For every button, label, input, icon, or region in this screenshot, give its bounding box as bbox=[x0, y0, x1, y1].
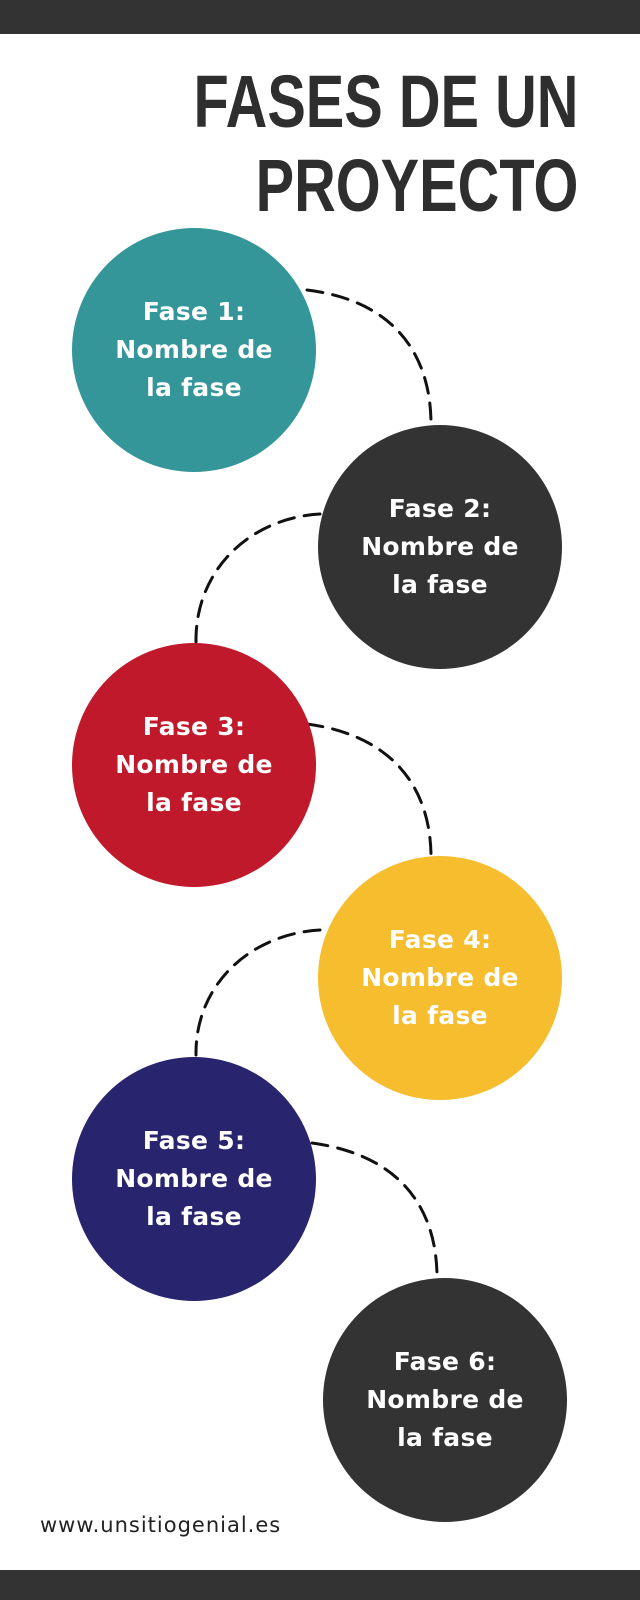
phase-2-name-line-2: la fase bbox=[392, 570, 488, 599]
phase-1-title: Fase 1: bbox=[142, 297, 246, 326]
phase-1-circle: Fase 1: Nombre de la fase bbox=[72, 228, 316, 472]
phase-1-label: Fase 1: Nombre de la fase bbox=[115, 293, 273, 407]
connector-3-4 bbox=[305, 722, 433, 857]
title-line-1: FASES DE UN bbox=[193, 60, 578, 143]
phase-2-title: Fase 2: bbox=[388, 494, 492, 523]
top-bar bbox=[0, 0, 640, 34]
phase-6-circle: Fase 6: Nombre de la fase bbox=[323, 1278, 567, 1522]
phase-3-circle: Fase 3: Nombre de la fase bbox=[72, 643, 316, 887]
phase-4-name-line-1: Nombre de bbox=[361, 963, 519, 992]
bottom-bar bbox=[0, 1570, 640, 1600]
phase-3-title: Fase 3: bbox=[142, 712, 246, 741]
phase-2-label: Fase 2: Nombre de la fase bbox=[361, 490, 519, 604]
title-line-2: PROYECTO bbox=[255, 144, 578, 227]
phase-4-label: Fase 4: Nombre de la fase bbox=[361, 921, 519, 1035]
phase-4-title: Fase 4: bbox=[388, 925, 492, 954]
phase-6-title: Fase 6: bbox=[393, 1347, 497, 1376]
connector-2-3 bbox=[194, 512, 322, 644]
page-title: FASES DE UN PROYECTO bbox=[193, 60, 578, 228]
phase-6-name-line-1: Nombre de bbox=[366, 1385, 524, 1414]
phase-1-name-line-2: la fase bbox=[146, 373, 242, 402]
phase-6-name-line-2: la fase bbox=[397, 1423, 493, 1452]
connector-1-2 bbox=[305, 288, 433, 424]
website-link[interactable]: www.unsitiogenial.es bbox=[40, 1513, 282, 1537]
connector-4-5 bbox=[194, 928, 322, 1057]
phase-3-name-line-1: Nombre de bbox=[115, 750, 273, 779]
phase-5-label: Fase 5: Nombre de la fase bbox=[115, 1122, 273, 1236]
phase-1-name-line-1: Nombre de bbox=[115, 335, 273, 364]
phase-4-circle: Fase 4: Nombre de la fase bbox=[318, 856, 562, 1100]
phase-5-title: Fase 5: bbox=[142, 1126, 246, 1155]
phase-5-circle: Fase 5: Nombre de la fase bbox=[72, 1057, 316, 1301]
phase-2-name-line-1: Nombre de bbox=[361, 532, 519, 561]
phase-3-name-line-2: la fase bbox=[146, 788, 242, 817]
connector-5-6 bbox=[310, 1141, 439, 1277]
phase-5-name-line-2: la fase bbox=[146, 1202, 242, 1231]
phase-4-name-line-2: la fase bbox=[392, 1001, 488, 1030]
phase-6-label: Fase 6: Nombre de la fase bbox=[366, 1343, 524, 1457]
phase-2-circle: Fase 2: Nombre de la fase bbox=[318, 425, 562, 669]
phase-3-label: Fase 3: Nombre de la fase bbox=[115, 708, 273, 822]
phase-5-name-line-1: Nombre de bbox=[115, 1164, 273, 1193]
